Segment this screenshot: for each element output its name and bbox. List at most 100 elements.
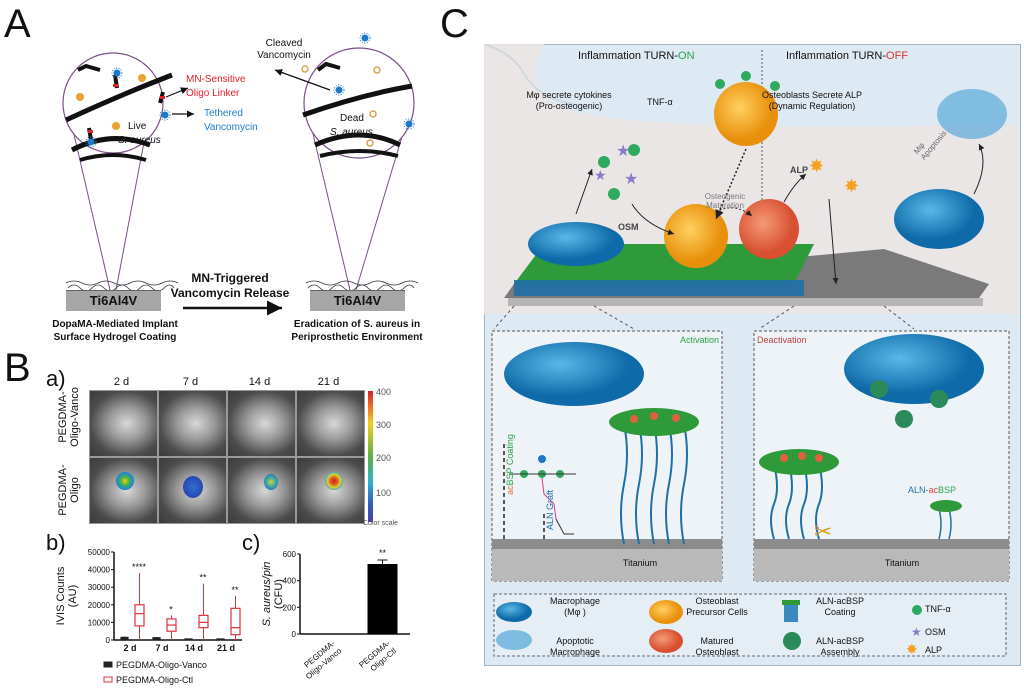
panel-label-b: B: [4, 346, 31, 390]
matured-osteoblast-icon: [649, 629, 683, 653]
turn-on-header: Inflammation TURN-ON: [578, 50, 695, 62]
coating-brush-deactivation: [759, 449, 839, 540]
right-caption: Eradication of S. aureus in: [293, 319, 421, 330]
dead-species-label: S. aureus: [330, 127, 373, 138]
svg-text:★: ★: [616, 143, 630, 160]
chemical-structure: [509, 455, 576, 535]
titanium-label-left: Titanium: [622, 558, 658, 568]
left-caption-2: Surface Hydrogel Coating: [53, 332, 177, 343]
colorbar-tick: 200: [376, 453, 392, 463]
matured-osteoblast-cell: [739, 199, 799, 259]
row-label-oligo-2: Oligo: [69, 477, 81, 503]
turn-off-header: Inflammation TURN-OFF: [786, 50, 909, 62]
svg-text:★: ★: [594, 167, 607, 183]
significance-marker: **: [379, 548, 387, 558]
y-axis-label: IVIS Counts(AU): [55, 566, 79, 625]
cleaved-vancomycin-label-2: Vancomycin: [257, 50, 311, 61]
macrophage-secrete-label: Mφ secrete cytokines: [526, 90, 612, 100]
alp-icon: ✸: [906, 641, 918, 657]
scissors-icon: ✂: [814, 519, 832, 544]
ivis-image: [158, 390, 227, 457]
live-label: Live: [128, 121, 147, 132]
ivis-image: [296, 457, 365, 524]
svg-text:✸: ✸: [844, 176, 859, 196]
osm-icon: ★: [911, 625, 922, 639]
aln-acbsp-label: ALN-acBSP: [908, 485, 957, 495]
legend-item-alp: ALP: [925, 645, 943, 655]
legend-label: PEGDMA-Oligo-Ctl: [116, 675, 193, 685]
deactivation-label: Deactivation: [757, 335, 807, 345]
significance-marker: **: [231, 585, 239, 595]
osteoblast-secrete-label-2: (Dynamic Regulation): [768, 101, 856, 111]
y-tick-label: 20000: [88, 601, 111, 610]
legend-swatch: [103, 661, 113, 668]
osteoblast-precursor-cell-top: [714, 82, 778, 146]
bioluminescence-signal: [264, 474, 278, 490]
apoptotic-macrophage: [937, 89, 1007, 139]
y-axis-label: S. aureus/pin(CFU): [261, 562, 285, 627]
svg-text:★: ★: [624, 171, 638, 188]
alp-label: ALP: [790, 165, 808, 175]
timepoint-label: 2 d: [113, 376, 130, 388]
panel-label-bc: c): [242, 530, 261, 555]
coating-icon: [784, 602, 798, 622]
timepoint-label: 7 d: [182, 376, 199, 388]
right-caption-2: Periprosthetic Environment: [291, 332, 423, 343]
ivis-image: [89, 457, 158, 524]
y-tick-label: 0: [292, 630, 297, 639]
colorbar-tick: 400: [376, 387, 392, 397]
bioluminescence-signal: [116, 472, 134, 490]
macrophage-secrete-label-2: (Pro-osteogenic): [535, 101, 603, 111]
significance-marker: ****: [132, 562, 147, 572]
timepoint-label: 14 d: [248, 376, 271, 388]
box: [230, 607, 241, 636]
legend-swatch: [103, 676, 113, 683]
ivis-image: [296, 390, 365, 457]
row-label-vanco-2: Oligo-Vanco: [69, 387, 81, 447]
macrophage-cell-right: [894, 189, 984, 249]
x-tick-label: 2 d: [123, 643, 136, 653]
legend-label: PEGDMA-Oligo-Vanco: [116, 660, 207, 670]
substrate-right: Ti6Al4V: [310, 290, 405, 311]
osteoblast-secrete-label: Osteoblasts Secrete ALP: [761, 90, 863, 100]
detached-coating: [930, 500, 962, 540]
osteoblast-precursor-icon: [649, 600, 683, 624]
bioluminescence-signal: [325, 472, 343, 490]
colorbar: [368, 391, 373, 522]
svg-text:✸: ✸: [809, 156, 824, 176]
x-tick-label: PEGDMA-Oligo-Ctl: [357, 638, 398, 677]
box: [198, 614, 209, 629]
linker-label-2: Oligo Linker: [186, 88, 240, 99]
macrophage-activation: [504, 342, 644, 406]
release-arrow-label-2: Vancomycin Release: [170, 286, 290, 300]
macrophage-icon: [496, 602, 532, 622]
magnified-bubble-dead: [303, 47, 415, 159]
ivis-image: [158, 457, 227, 524]
left-caption: DopaMA-Mediated Implant: [52, 319, 178, 330]
panel-label-ba: a): [46, 366, 66, 391]
coating-brush-activation: [609, 408, 699, 545]
y-tick-label: 10000: [88, 618, 111, 627]
release-arrow-label: MN-Triggered: [191, 271, 269, 285]
significance-marker: **: [199, 573, 207, 583]
significance-marker: *: [169, 604, 173, 614]
y-tick-label: 200: [283, 603, 297, 612]
timepoint-label: 21 d: [317, 376, 340, 388]
y-tick-label: 400: [283, 577, 297, 586]
box: [134, 604, 145, 627]
y-tick-label: 0: [106, 636, 111, 645]
osm-label: OSM: [618, 222, 639, 232]
assembly-icon: [783, 632, 801, 650]
legend-item-tnf: TNF-α: [925, 604, 951, 614]
linker-label: MN-Sensitive: [186, 74, 246, 85]
panel-label-bb: b): [46, 530, 66, 555]
y-tick-label: 40000: [88, 566, 111, 575]
macrophage-cell: [528, 222, 624, 266]
colorbar-tick: 100: [376, 488, 392, 498]
